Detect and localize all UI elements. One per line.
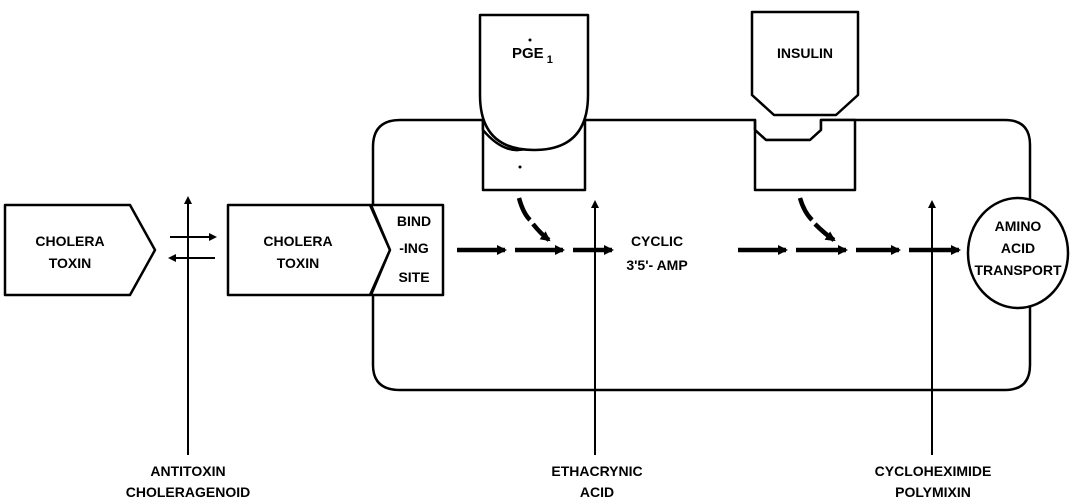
external-toxin-label-line2: TOXIN	[49, 255, 92, 271]
center-label-line2: 3'5'- AMP	[626, 257, 687, 273]
pge1-signal-arrow-b	[531, 222, 551, 242]
ethacrynic-label-line2: ACID	[580, 484, 614, 500]
binding-site-label-line2: -ING	[399, 240, 429, 256]
cycloheximide-label-line2: POLYMIXIN	[895, 484, 971, 500]
pge1-signal-arrow-a	[516, 197, 532, 222]
receptor-dot	[518, 165, 522, 169]
amino-acid-label-line2: ACID	[1001, 240, 1035, 256]
bound-toxin-label-line2: TOXIN	[277, 255, 320, 271]
bound-toxin-label-line1: CHOLERA	[263, 233, 332, 249]
amino-acid-label-line1: AMINO	[995, 218, 1042, 234]
external-cholera-toxin	[3, 203, 157, 297]
insulin-receptor-pocket	[753, 118, 857, 192]
binding-site	[369, 203, 445, 297]
bound-cholera-toxin	[226, 203, 392, 297]
antitoxin-label-line2: CHOLERAGENOID	[126, 484, 250, 500]
pge1-dot	[528, 38, 532, 42]
cycloheximide-label-line1: CYCLOHEXIMIDE	[875, 463, 992, 479]
insulin-signal-arrow-a	[797, 197, 814, 222]
binding-site-label-line3: SITE	[398, 269, 429, 285]
center-label-line1: CYCLIC	[631, 233, 683, 249]
insulin-signal-arrow-b	[813, 222, 836, 242]
amino-acid-label-line3: TRANSPORT	[974, 262, 1062, 278]
antitoxin-label-line1: ANTITOXIN	[150, 463, 225, 479]
ethacrynic-label-line1: ETHACRYNIC	[551, 463, 642, 479]
binding-site-label-line1: BIND	[397, 213, 431, 229]
pge1-ligand	[478, 13, 590, 152]
insulin-ligand	[750, 10, 860, 117]
external-toxin-label-line1: CHOLERA	[35, 233, 104, 249]
amino-acid-transport	[966, 196, 1070, 310]
insulin-label: INSULIN	[777, 45, 833, 61]
